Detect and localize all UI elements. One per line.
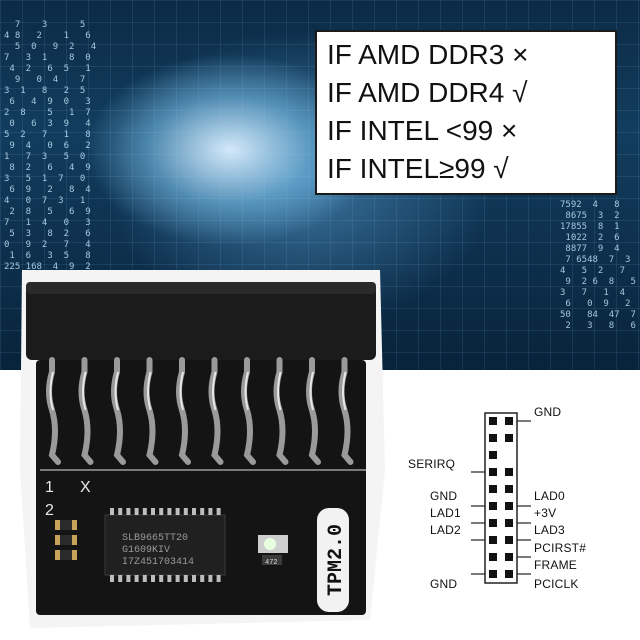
chip-legs: [110, 508, 221, 582]
pinout-pin: [505, 519, 513, 527]
pin-label-pcirst: PCIRST#: [534, 541, 587, 555]
chip-leg: [126, 575, 131, 582]
pinout-pin: [489, 502, 497, 510]
chip-leg: [110, 508, 114, 515]
pin-label-frame: FRAME: [534, 558, 577, 572]
chip-leg: [175, 575, 180, 582]
pinout-pin: [505, 434, 513, 442]
compatibility-box: IF AMD DDR3 × IF AMD DDR4 √ IF INTEL <99…: [315, 30, 617, 195]
chip-leg: [159, 508, 164, 515]
pin2-marking: 2: [45, 502, 54, 519]
chip-marking-3: I7Z451703414: [122, 557, 194, 568]
chip-leg: [159, 575, 164, 582]
chip-leg: [134, 575, 139, 582]
chip-leg: [126, 508, 131, 515]
chip-leg: [151, 508, 155, 515]
background-digits-right: 7592 4 8 8675 3 2 17855 8 1 1022 2 6 887…: [560, 200, 636, 331]
pin-label-lad0: LAD0: [534, 489, 565, 503]
chip-marking-1: SLB9665TT20: [122, 533, 188, 544]
pin-label-serirq: SERIRQ: [408, 457, 456, 471]
pinout-pin: [489, 570, 497, 578]
compat-line-amd-ddr4: IF AMD DDR4 √: [327, 77, 528, 108]
chip-leg: [208, 575, 213, 582]
chip-leg: [142, 508, 147, 515]
pinout-pin: [489, 417, 497, 425]
pinout-pin: [489, 468, 497, 476]
pinout-pin: [489, 553, 497, 561]
chip-leg: [151, 575, 155, 582]
pinx-marking: X: [80, 479, 91, 496]
chip-leg: [192, 575, 196, 582]
pin-label-gnd-left: GND: [430, 489, 458, 503]
pinout-pin: [505, 502, 513, 510]
pinout-leads: [471, 420, 531, 575]
pin-label-gnd-top: GND: [534, 405, 562, 419]
chip-leg: [216, 508, 221, 515]
connector-housing: [26, 282, 376, 360]
chip-leg: [167, 508, 172, 515]
led-resistor-label: 472: [265, 559, 278, 567]
header-pins: [46, 357, 354, 465]
chip-leg: [192, 508, 196, 515]
compat-line-amd-ddr3: IF AMD DDR3 ×: [327, 39, 529, 70]
pinout-grid: [484, 412, 518, 584]
pin-label-lad1: LAD1: [430, 506, 461, 520]
pinout-pin: [489, 485, 497, 493]
pinout-pin: [489, 519, 497, 527]
pinout-pin: [489, 451, 497, 459]
chip-leg: [118, 575, 123, 582]
pinout-outline: [484, 412, 518, 584]
chip-leg: [134, 508, 139, 515]
pinout-pin: [505, 417, 513, 425]
pinout-pin: [505, 485, 513, 493]
pin-label-3v: +3V: [534, 506, 557, 520]
chip-leg: [142, 575, 147, 582]
pinout-pin: [505, 570, 513, 578]
compat-line-intel-below-99: IF INTEL <99 ×: [327, 115, 518, 146]
tpm-label-text: TPM2.0: [325, 524, 348, 596]
pinout-pin: [489, 536, 497, 544]
chip-leg: [216, 575, 221, 582]
chip-leg: [183, 575, 188, 582]
tpm-chip: [104, 514, 226, 576]
pinout-pin: [505, 536, 513, 544]
chip-leg: [110, 575, 114, 582]
chip-leg: [208, 508, 213, 515]
pin-label-pciclk: PCICLK: [534, 577, 579, 591]
pin-label-gnd-bottom: GND: [430, 577, 458, 591]
pinout-diagram: GND SERIRQ LAD0 GND LAD1 +3V LAD2 LAD3 P…: [400, 405, 635, 605]
pinout-schematic: [471, 412, 531, 584]
tpm-label-badge: [317, 508, 349, 612]
compat-line-intel-99-plus: IF INTEL≥99 √: [327, 153, 509, 184]
pinout-pin: [489, 434, 497, 442]
background-digits-left: 7 3 5 4 8 2 1 6 5 0 9 2 4 7 3 1 8 0 4 2 …: [4, 20, 97, 272]
chip-leg: [183, 508, 188, 515]
pin-label-lad3: LAD3: [534, 523, 565, 537]
chip-leg: [200, 508, 205, 515]
chip-marking-2: G1609KIV: [122, 545, 170, 556]
chip-leg: [200, 575, 205, 582]
pinout-pin: [505, 553, 513, 561]
chip-leg: [118, 508, 123, 515]
pin-label-lad2: LAD2: [430, 523, 461, 537]
chip-leg: [175, 508, 180, 515]
chip-leg: [167, 575, 172, 582]
pinout-pin: [505, 468, 513, 476]
pin1-marking: 1: [45, 479, 54, 496]
